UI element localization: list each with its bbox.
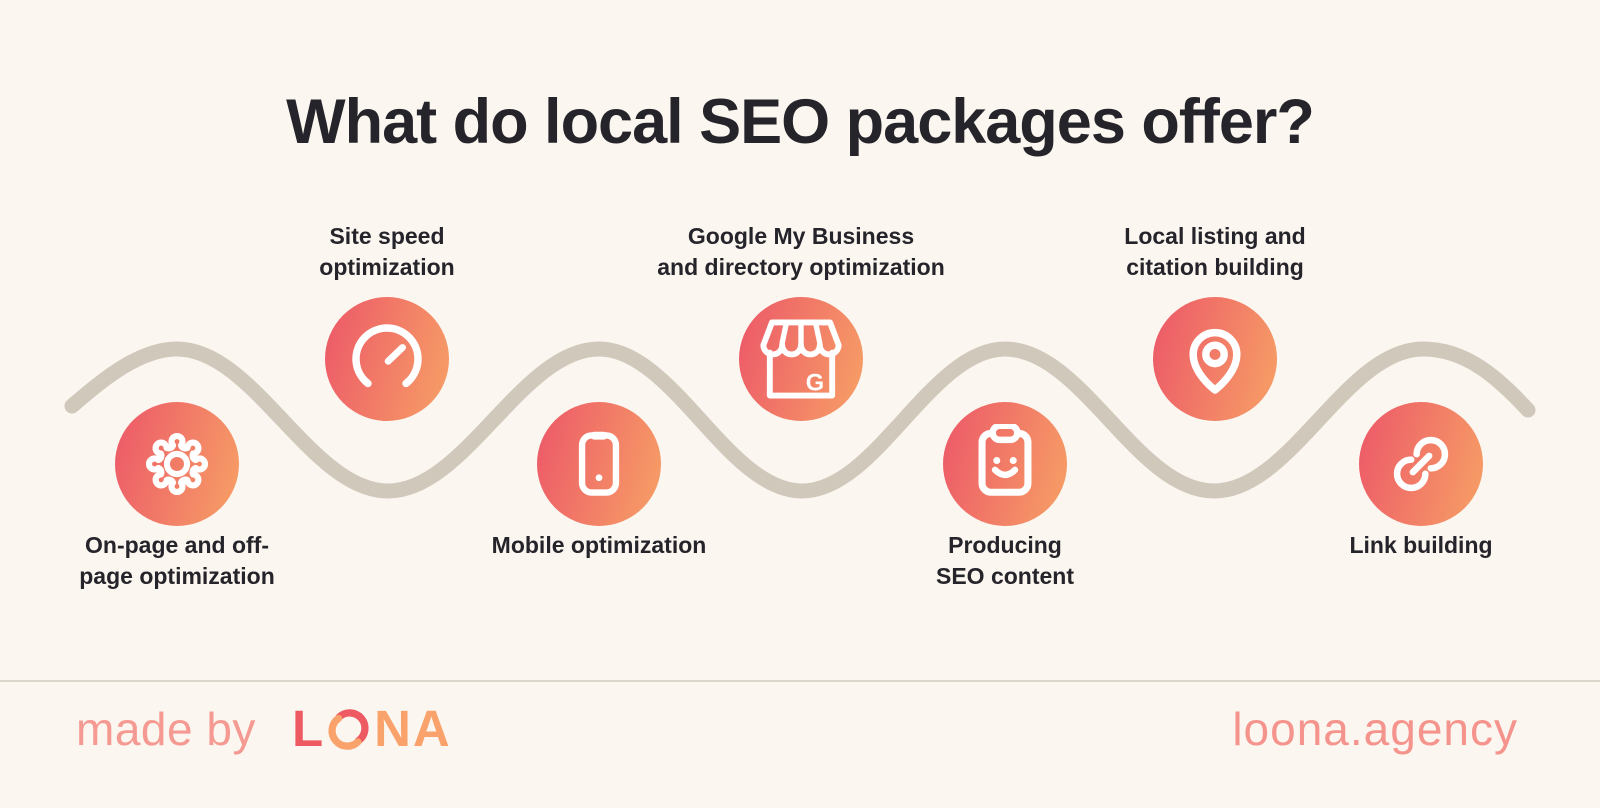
made-by-label: made by (76, 702, 256, 755)
step-icon-circle-link-building (1359, 402, 1483, 526)
step-label-line: and directory optimization (657, 254, 945, 280)
storefront-icon: G (760, 319, 842, 399)
step-icon-circle-on-page (115, 402, 239, 526)
step-label-line: On-page and off- (85, 532, 269, 558)
step-label-seo-content: Producing SEO content (825, 530, 1185, 592)
step-label-google-my-business: Google My Business and directory optimiz… (621, 221, 981, 283)
step-icon-circle-local-listing (1153, 297, 1277, 421)
footer-credit: made by L NA (76, 699, 452, 758)
step-label-site-speed: Site speed optimization (207, 221, 567, 283)
website-link[interactable]: loona.agency (1232, 703, 1518, 755)
logo-letters-na: NA (374, 700, 452, 757)
step-label-local-listing: Local listing and citation building (1035, 221, 1395, 283)
store-g-letter: G (806, 371, 824, 397)
step-icon-circle-seo-content (943, 402, 1067, 526)
step-label-line: Site speed (329, 223, 445, 249)
footer-divider (0, 680, 1600, 682)
step-label-line: Mobile optimization (491, 532, 707, 558)
step-label-line: Producing (948, 532, 1062, 558)
step-label-on-page: On-page and off- page optimization (0, 530, 357, 592)
step-icon-circle-google-my-business: G (739, 297, 863, 421)
step-label-line: Google My Business (687, 223, 915, 249)
step-label-line: optimization (319, 254, 455, 280)
loona-o-icon (328, 709, 369, 750)
map-pin-icon (1189, 328, 1241, 394)
step-label-link-building: Link building (1241, 530, 1600, 561)
step-label-line: Local listing and (1124, 223, 1306, 249)
clipboard-smile-icon (978, 424, 1032, 496)
smartphone-icon (578, 431, 620, 496)
logo-letter-l: L (291, 700, 324, 757)
speedometer-icon (352, 324, 422, 388)
loona-logo: L NA (292, 699, 452, 758)
step-label-line: citation building (1126, 254, 1304, 280)
chain-link-icon (1393, 436, 1449, 492)
step-label-line: Link building (1349, 532, 1493, 558)
step-label-line: SEO content (935, 563, 1074, 589)
page-title: What do local SEO packages offer? (286, 87, 1315, 157)
step-icon-circle-site-speed (325, 297, 449, 421)
step-icon-circle-mobile (537, 402, 661, 526)
step-label-mobile: Mobile optimization (419, 530, 779, 561)
step-label-line: page optimization (79, 563, 275, 589)
gear-icon (145, 432, 209, 496)
